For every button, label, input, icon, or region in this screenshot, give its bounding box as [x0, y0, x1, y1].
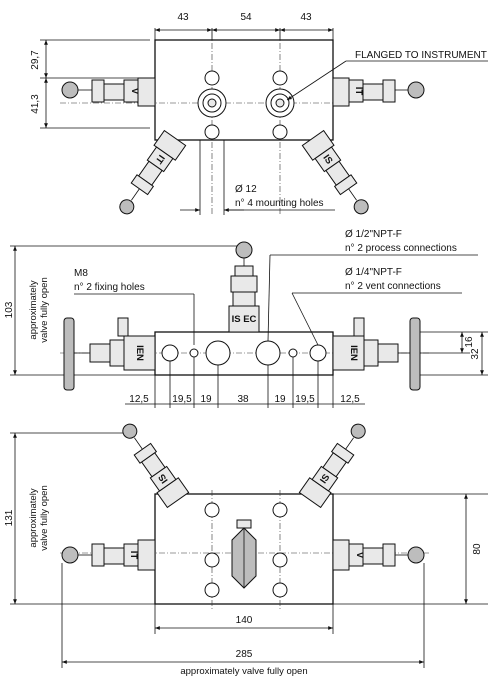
process-dia: Ø 1/2"NPT-F [345, 229, 402, 240]
vent-connection [161, 344, 179, 362]
vent-desc: n° 2 vent connections [345, 281, 441, 292]
fixing-desc: n° 2 fixing holes [74, 282, 145, 293]
vent-dia: Ø 1/4"NPT-F [345, 267, 402, 278]
mounting-hole [204, 502, 220, 518]
dim-16: 16 [464, 336, 475, 348]
mounting-hole [272, 124, 288, 140]
bottom-dim-6: 19,5 [295, 394, 315, 405]
dim-140: 140 [236, 615, 253, 626]
bottom-dim-4: 38 [237, 394, 249, 405]
front-height-note2: valve fully open [39, 277, 50, 342]
mounting-hole [204, 124, 220, 140]
fixing-hole [288, 348, 298, 358]
bottom-dim-3: 19 [200, 394, 212, 405]
front-height-dim: 103 [4, 301, 15, 318]
process-connection [205, 340, 231, 366]
dim-80: 80 [472, 543, 483, 555]
valve-diag-upper-left: IS [122, 423, 190, 509]
front-view: 103 approximately valve fully open IS EC [4, 229, 488, 408]
bottom-dim-7: 12,5 [340, 394, 360, 405]
valve-mark-ien-right: IEN [348, 345, 359, 361]
fixing-size: M8 [74, 268, 88, 279]
valve-front-right: IEN [332, 317, 421, 391]
valve-top: IS EC [228, 241, 260, 333]
valve-diag-left: IT [119, 129, 187, 215]
mounting-hole [272, 70, 288, 86]
valve-mark-v-bottom: V [354, 552, 365, 559]
top-body [154, 39, 334, 141]
bottom-height-dim: 131 [4, 509, 15, 526]
mounting-hole [204, 70, 220, 86]
valve-left: V [61, 77, 156, 107]
dim-top-right: 43 [300, 12, 312, 23]
valve-bottom-left: IT [61, 539, 156, 571]
valve-bottom-right: V [332, 539, 425, 571]
mounting-hole [204, 582, 220, 598]
mounting-hole [272, 502, 288, 518]
mounting-hole [272, 552, 288, 568]
bottom-dim-2: 19,5 [172, 394, 192, 405]
mounting-desc: n° 4 mounting holes [235, 198, 324, 209]
mounting-dia: Ø 12 [235, 184, 257, 195]
bottom-view: 131 approximately valve fully open IT [4, 423, 488, 677]
bottom-height-note1: approximately [28, 488, 39, 547]
dim-height-top: 29,7 [30, 50, 41, 70]
valve-mark-it-bottom: IT [128, 551, 139, 560]
valve-mark-isec: IS EC [232, 314, 257, 325]
valve-mark-v: V [129, 88, 140, 95]
fixing-hole [189, 348, 199, 358]
front-body [154, 331, 334, 376]
dim-285: 285 [236, 649, 253, 660]
mounting-hole [272, 582, 288, 598]
center-handle [231, 519, 257, 589]
bottom-dim-1: 12,5 [129, 394, 149, 405]
vent-connection [309, 344, 327, 362]
bottom-dim-5: 19 [274, 394, 286, 405]
valve-mark-it: IT [353, 87, 364, 96]
top-view: 43 54 43 29,7 41,3 [30, 12, 488, 215]
valve-front-left: IEN [63, 317, 156, 391]
bottom-height-note2: valve fully open [39, 485, 50, 550]
dim-height-bottom: 41,3 [30, 94, 41, 114]
mounting-hole [204, 552, 220, 568]
width-note: approximately valve fully open [180, 666, 307, 677]
process-connection [255, 340, 281, 366]
dim-top-left: 43 [177, 12, 189, 23]
valve-right: IT [332, 77, 425, 107]
front-height-note1: approximately [28, 280, 39, 339]
flange-label: FLANGED TO INSTRUMENT [355, 50, 487, 61]
process-desc: n° 2 process connections [345, 243, 457, 254]
dim-top-center: 54 [240, 12, 252, 23]
valve-diag-upper-right: IS [298, 423, 366, 509]
valve-mark-ien-left: IEN [134, 345, 145, 361]
dim-32: 32 [470, 348, 481, 360]
valve-diag-right: IS [301, 129, 369, 215]
